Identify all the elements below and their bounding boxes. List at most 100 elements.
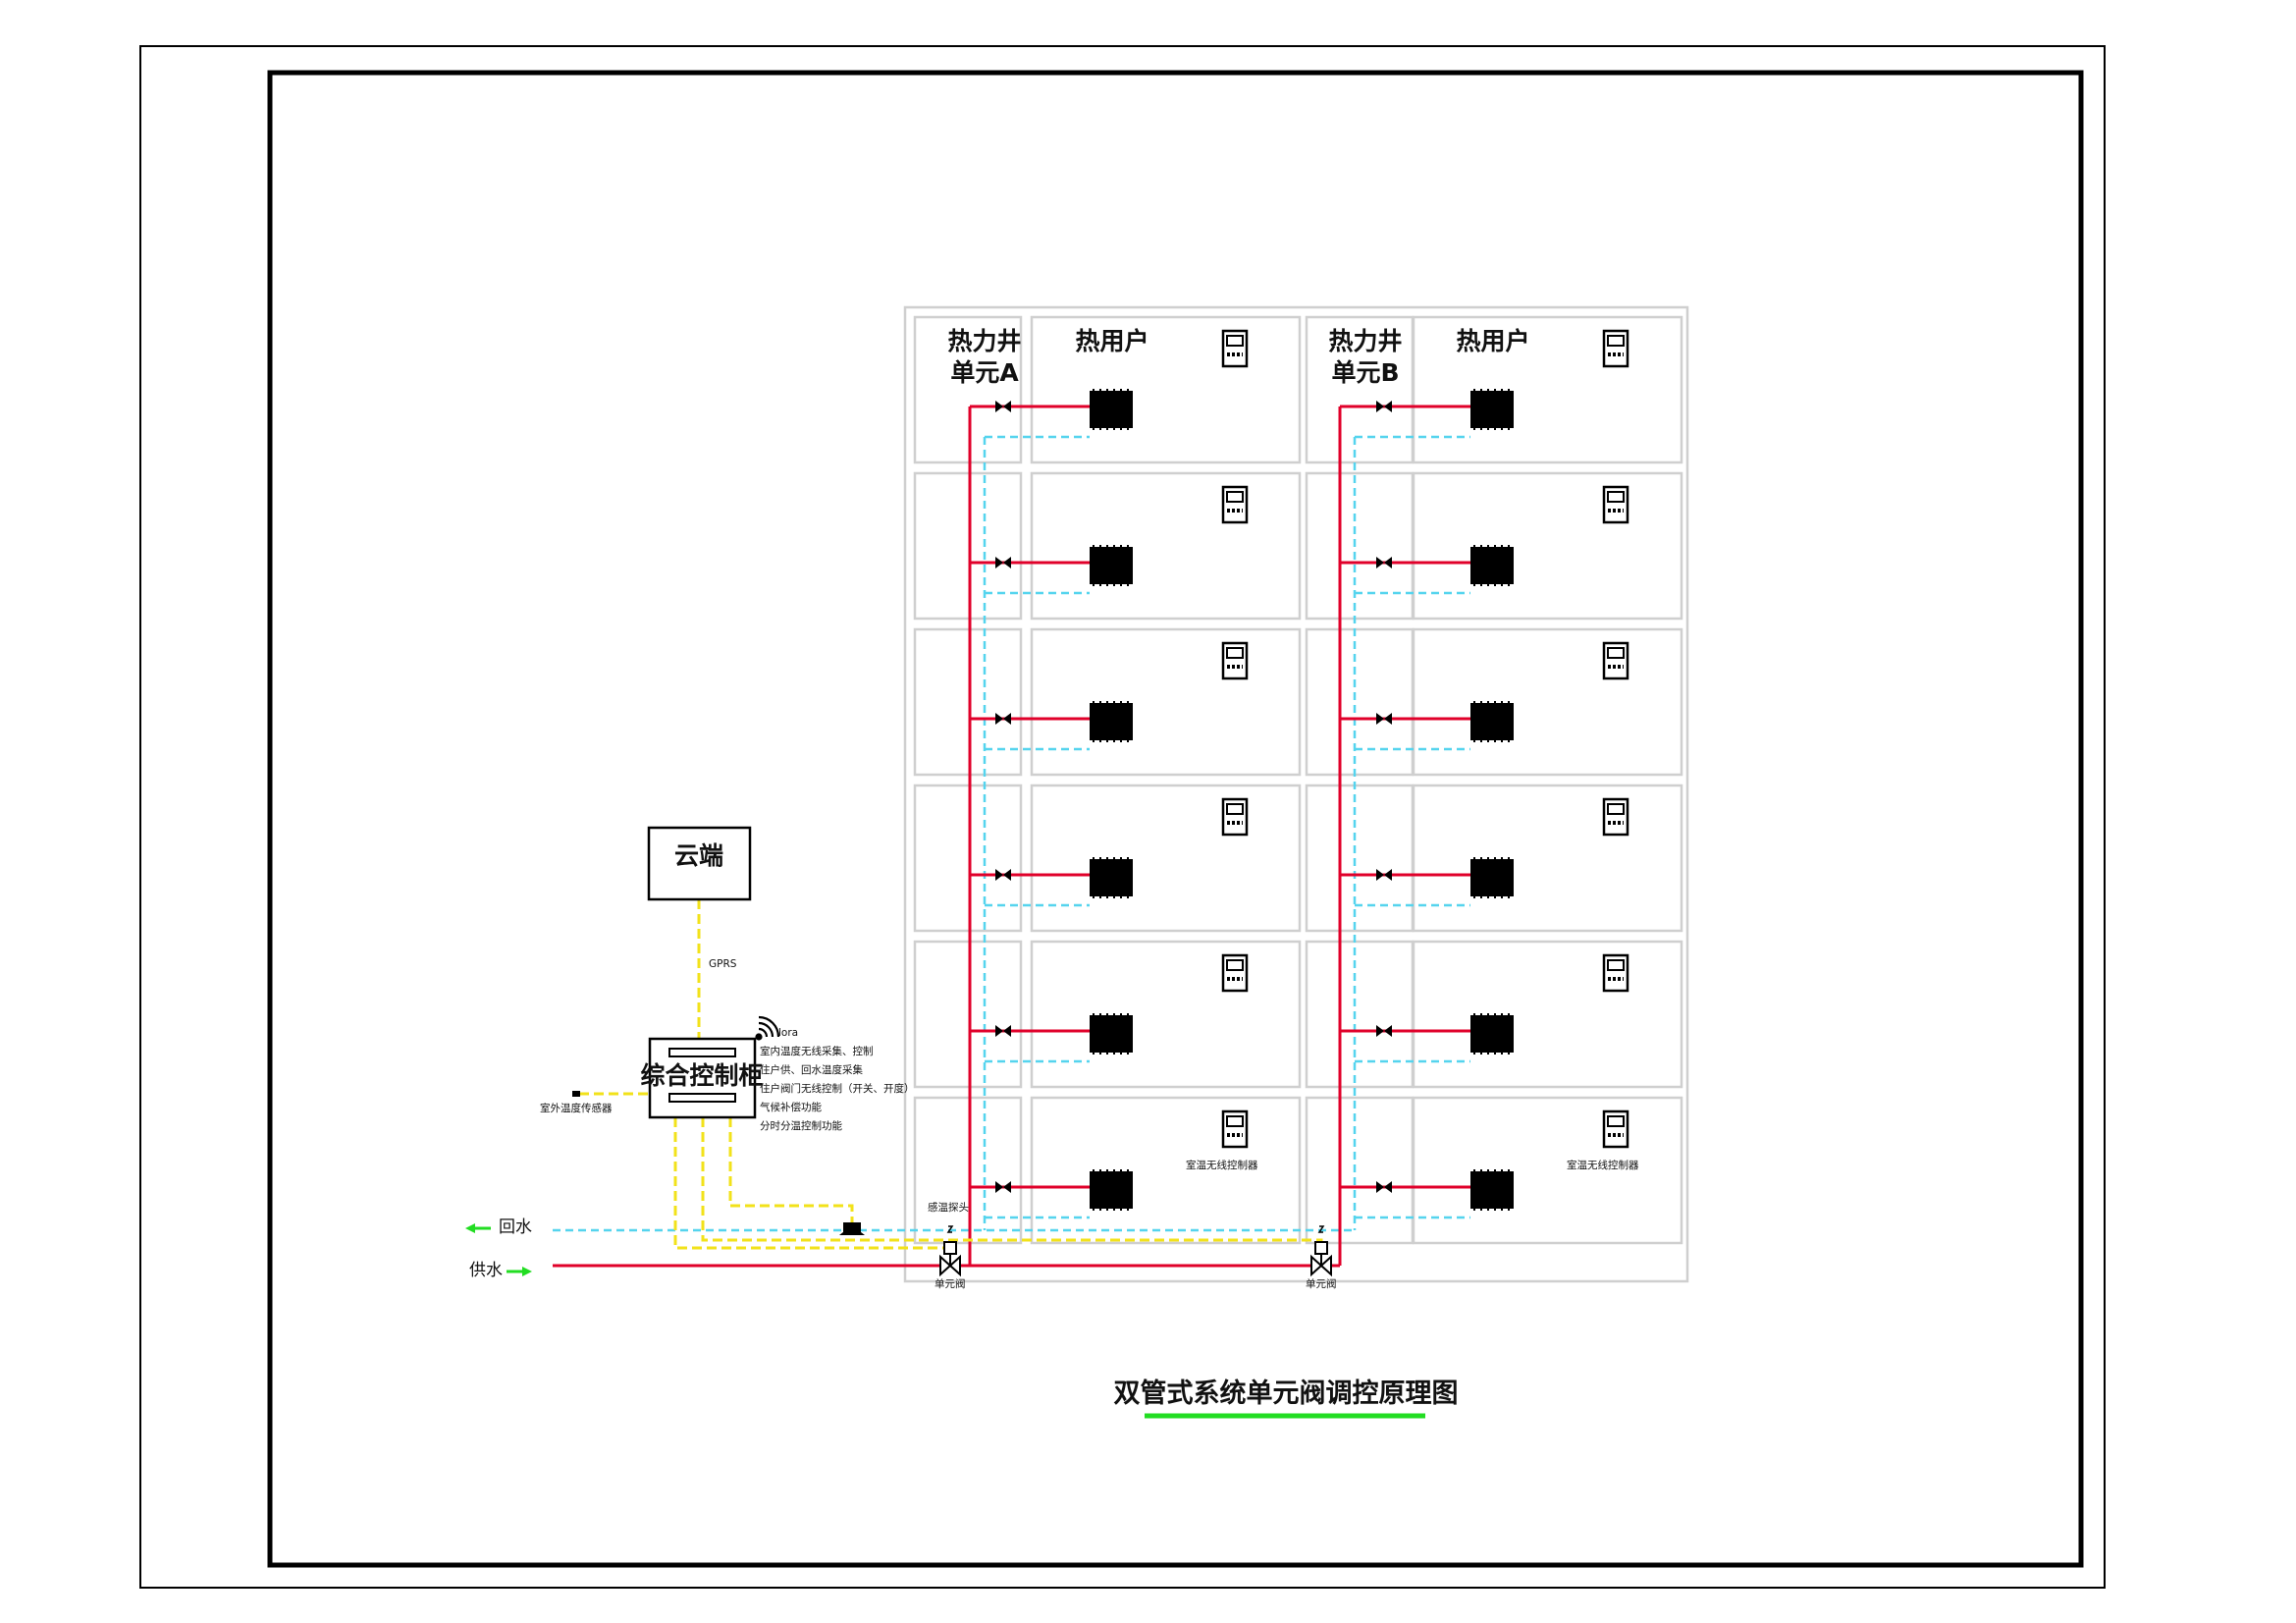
unit-a-wireless-controller-label: 室温无线控制器 [1186,1159,1258,1171]
grid-cell [1412,315,1683,464]
branch-valve-icon [1003,1025,1011,1037]
room-controller-screen [1607,491,1625,503]
outer-frame [139,45,2106,1589]
radiator-icon [1470,1015,1514,1053]
cloud-label: 云端 [674,841,723,870]
branch-valve-icon [1384,869,1392,881]
branch-valve-icon [995,401,1003,412]
grid-cell [1305,471,1415,621]
grid-cell [1305,784,1415,933]
room-controller-screen [1607,335,1625,347]
room-controller-screen [1607,647,1625,659]
grid-cell [1412,940,1683,1089]
grid-cell [913,784,1023,933]
unit-b-users-label: 热用户 [1456,327,1529,355]
branch-valve-icon [1003,401,1011,412]
branch-valve-icon [1376,713,1384,725]
branch-valve-icon [1376,401,1384,412]
radiator-icon [1470,1171,1514,1209]
diagram-title: 双管式系统单元阀调控原理图 [1114,1378,1459,1409]
unit-valve-icon [948,1254,961,1277]
branch-valve-icon [995,557,1003,568]
feature-item-5: 分时分温控制功能 [760,1119,842,1132]
unit-b-valve-label: 单元阀 [1306,1277,1337,1290]
grid-cell [913,940,1023,1089]
grid-cell [1030,315,1302,464]
inner-frame [267,70,2084,1568]
grid-cell [913,1096,1023,1245]
grid-cell [1305,940,1415,1089]
grid-cell [1412,471,1683,621]
branch-valve-icon [1384,1181,1392,1193]
gprs-label: GPRS [709,958,737,970]
room-controller-screen [1607,1115,1625,1127]
equipment [839,329,1629,1277]
building-grid [903,305,1689,1283]
lora-label: lora [778,1027,798,1039]
branch-valve-icon [1384,557,1392,568]
branch-valve-icon [1003,713,1011,725]
radiator-icon [1090,547,1133,584]
grid-cell [1412,784,1683,933]
grid-cell [1412,627,1683,777]
grid-cell [913,315,1023,464]
outdoor-sensor-icon [572,1091,580,1097]
radiator-icon [1090,391,1133,428]
unit-a-shaft-label-line2: 单元A [950,358,1019,387]
temp-probe-icon [1317,1225,1325,1233]
branch-valve-icon [995,1181,1003,1193]
pipe-network [553,405,1470,1268]
unit-valve-actuator [943,1241,957,1255]
grid-cell [1030,471,1302,621]
feature-item-1: 室内温度无线采集、控制 [760,1045,874,1057]
branch-valve-icon [1376,869,1384,881]
unit-a-valve-label: 单元阀 [934,1277,966,1290]
radiator-icon [1090,859,1133,896]
control-cabinet-box [648,1037,757,1119]
wireless-signal-icon [755,1015,780,1041]
cloud-box [647,826,752,901]
unit-a-users-label: 热用户 [1075,327,1148,355]
branch-valve-icon [1376,1025,1384,1037]
room-controller-screen [1226,959,1244,971]
branch-valve-icon [1003,1181,1011,1193]
room-controller-screen [1607,803,1625,815]
branch-valve-icon [995,1025,1003,1037]
branch-valve-icon [1384,401,1392,412]
return-arrow-icon [465,1223,491,1233]
unit-b-shaft-label-line1: 热力井 [1328,327,1402,355]
branch-valve-icon [1384,1025,1392,1037]
radiator-icon [1090,1015,1133,1053]
radiator-icon [1090,1171,1133,1209]
supply-arrow-icon [507,1267,532,1276]
branch-valve-icon [995,869,1003,881]
building-outline [903,305,1689,1283]
grid-cell [1030,1096,1302,1245]
branch-valve-icon [1376,1181,1384,1193]
radiator-icon [1470,547,1514,584]
radiator-icon [1470,391,1514,428]
return-water-label: 回水 [499,1217,532,1237]
grid-cell [1030,784,1302,933]
branch-valve-icon [995,713,1003,725]
room-controller-screen [1607,959,1625,971]
feature-item-4: 气候补偿功能 [760,1101,822,1113]
room-controller-screen [1226,491,1244,503]
unit-valve-icon [1319,1254,1332,1277]
unit-valve-icon [1310,1254,1323,1277]
grid-cell [1305,627,1415,777]
grid-cell [913,471,1023,621]
signal-line-unit-a [673,1117,952,1253]
room-controller-screen [1226,335,1244,347]
feature-item-3: 住户阀门无线控制（开关、开度） [760,1082,915,1095]
unit-valve-icon [939,1254,952,1277]
control-cabinet-label: 综合控制柜 [640,1061,763,1090]
unit-a-shaft-label-line1: 热力井 [947,327,1021,355]
room-controller-screen [1226,647,1244,659]
signal-line-return-sensor [728,1117,854,1224]
unit-b-shaft-label-line2: 单元B [1331,358,1399,387]
feature-item-2: 住户供、回水温度采集 [760,1063,863,1076]
unit-b-wireless-controller-label: 室温无线控制器 [1567,1159,1639,1171]
grid-cell [1030,940,1302,1089]
